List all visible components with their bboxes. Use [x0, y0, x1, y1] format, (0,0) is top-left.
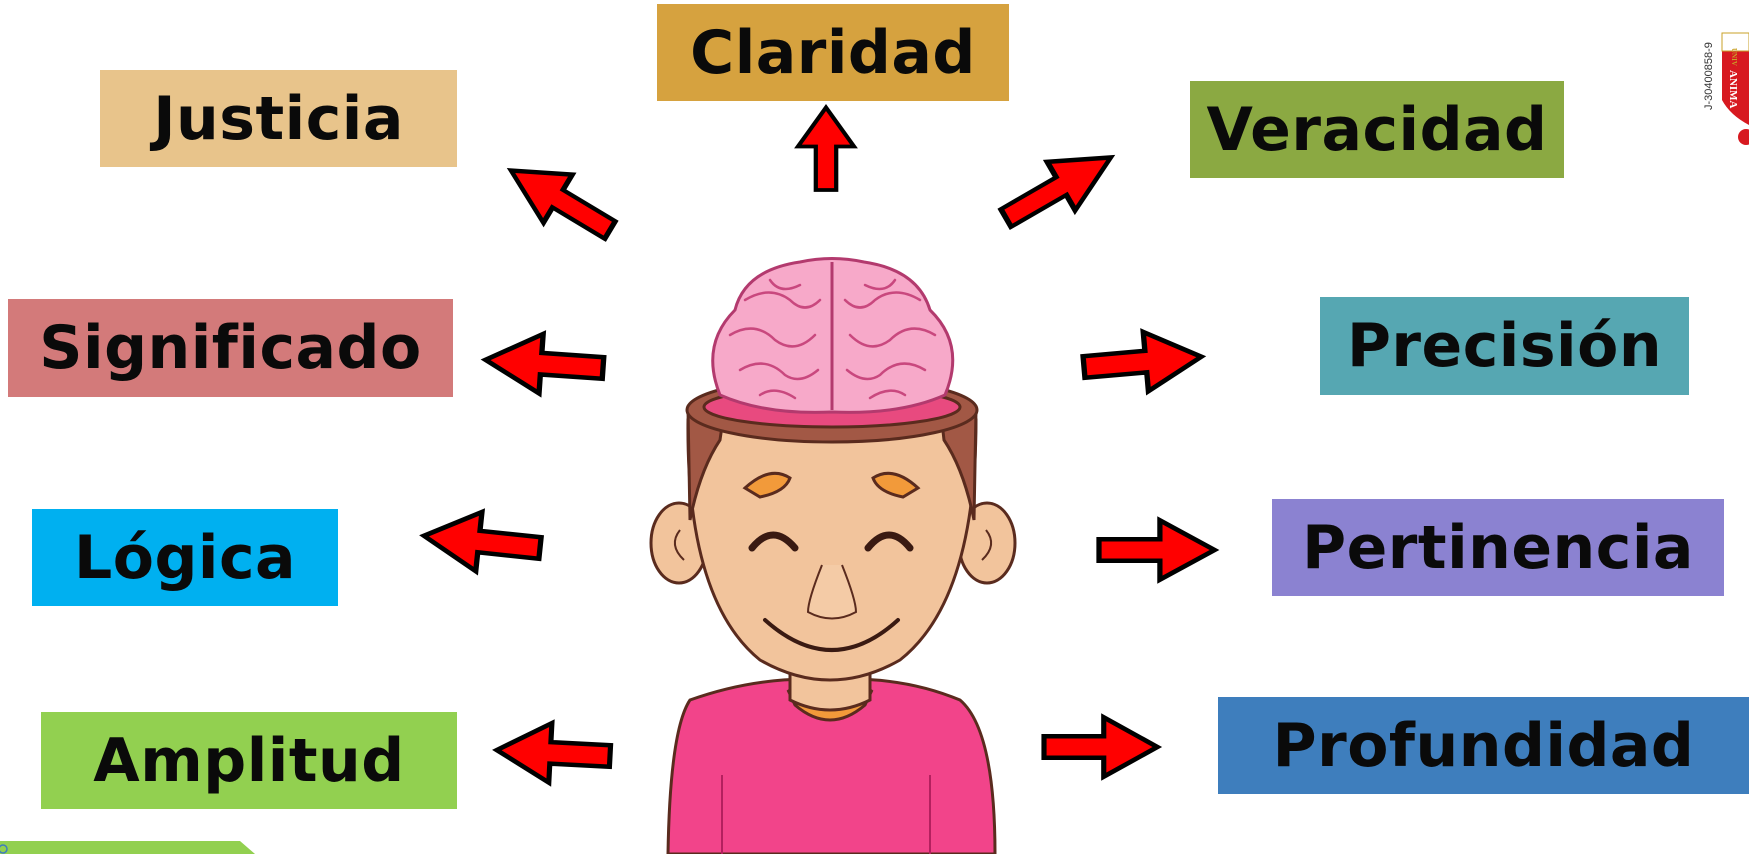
label-profundidad: Profundidad: [1218, 697, 1749, 794]
label-precision: Precisión: [1320, 297, 1689, 395]
arrow-icon-justicia: [497, 146, 625, 254]
label-significado: Significado: [8, 299, 453, 397]
arrow-icon-logica: [421, 506, 543, 577]
label-amplitud: Amplitud: [41, 712, 457, 809]
arrow-icon-significado: [484, 330, 606, 397]
label-veracidad: Veracidad: [1190, 81, 1564, 178]
university-logo: J-30400858-9 UNIV ANIMA: [1700, 15, 1749, 145]
logo-top-text: UNIV: [1730, 48, 1738, 66]
logo-brand-text: ANIMA: [1727, 70, 1739, 109]
brain-icon: [711, 257, 955, 414]
arrow-icon-pertinencia: [1099, 520, 1215, 579]
logo-id-text: J-30400858-9: [1703, 42, 1715, 110]
arrow-icon-amplitud: [495, 720, 611, 785]
label-logica: Lógica: [32, 509, 338, 606]
footer-green-bar: [0, 841, 255, 854]
arrow-icon-claridad: [798, 108, 854, 191]
label-pertinencia: Pertinencia: [1272, 499, 1724, 596]
arrow-icon-profundidad: [1044, 717, 1157, 776]
boy-head-illustration: [649, 376, 1017, 854]
label-claridad: Claridad: [657, 4, 1009, 101]
label-justicia: Justicia: [100, 70, 457, 167]
arrow-icon-veracidad: [992, 133, 1125, 242]
arrow-icon-precision: [1081, 327, 1203, 396]
